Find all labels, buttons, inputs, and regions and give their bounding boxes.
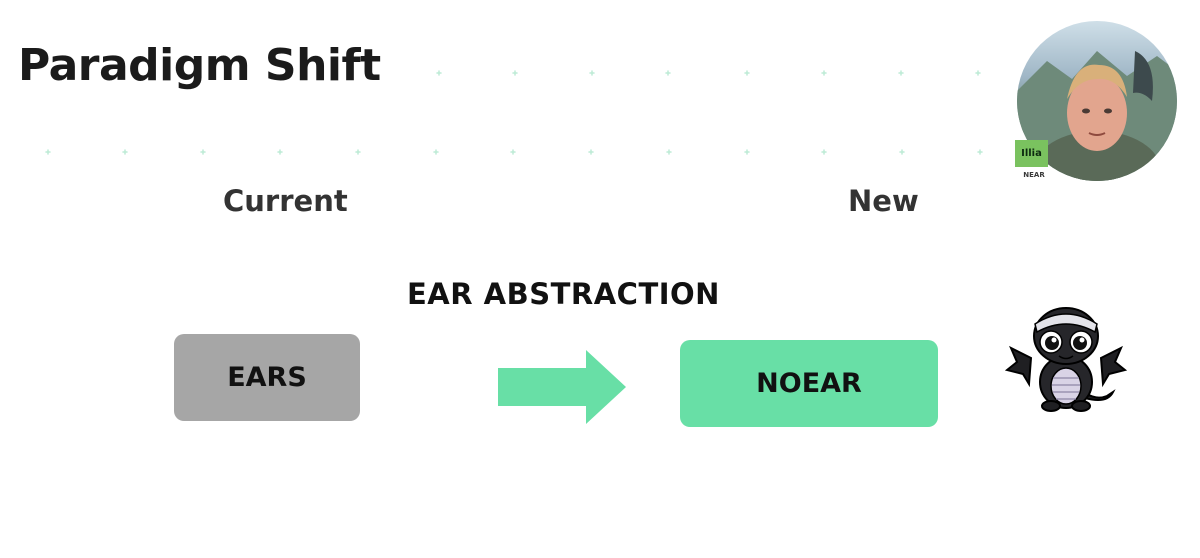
arrow-right-icon: [498, 350, 626, 424]
participant-org-label: NEAR: [1023, 171, 1045, 179]
column-label-new: New: [848, 184, 919, 218]
current-concept-label: EARS: [227, 362, 307, 393]
new-concept-box: NOEAR: [680, 340, 938, 427]
participant-name-tag: Illia: [1015, 140, 1048, 167]
new-concept-label: NOEAR: [756, 368, 862, 399]
column-label-current: Current: [223, 184, 348, 218]
presenter-video-icon: [1017, 51, 1177, 181]
slide-title: Paradigm Shift: [18, 40, 381, 91]
abstraction-caption: EAR ABSTRACTION: [407, 277, 720, 311]
current-concept-box: EARS: [174, 334, 360, 421]
dragon-mascot-icon: [1005, 307, 1127, 412]
